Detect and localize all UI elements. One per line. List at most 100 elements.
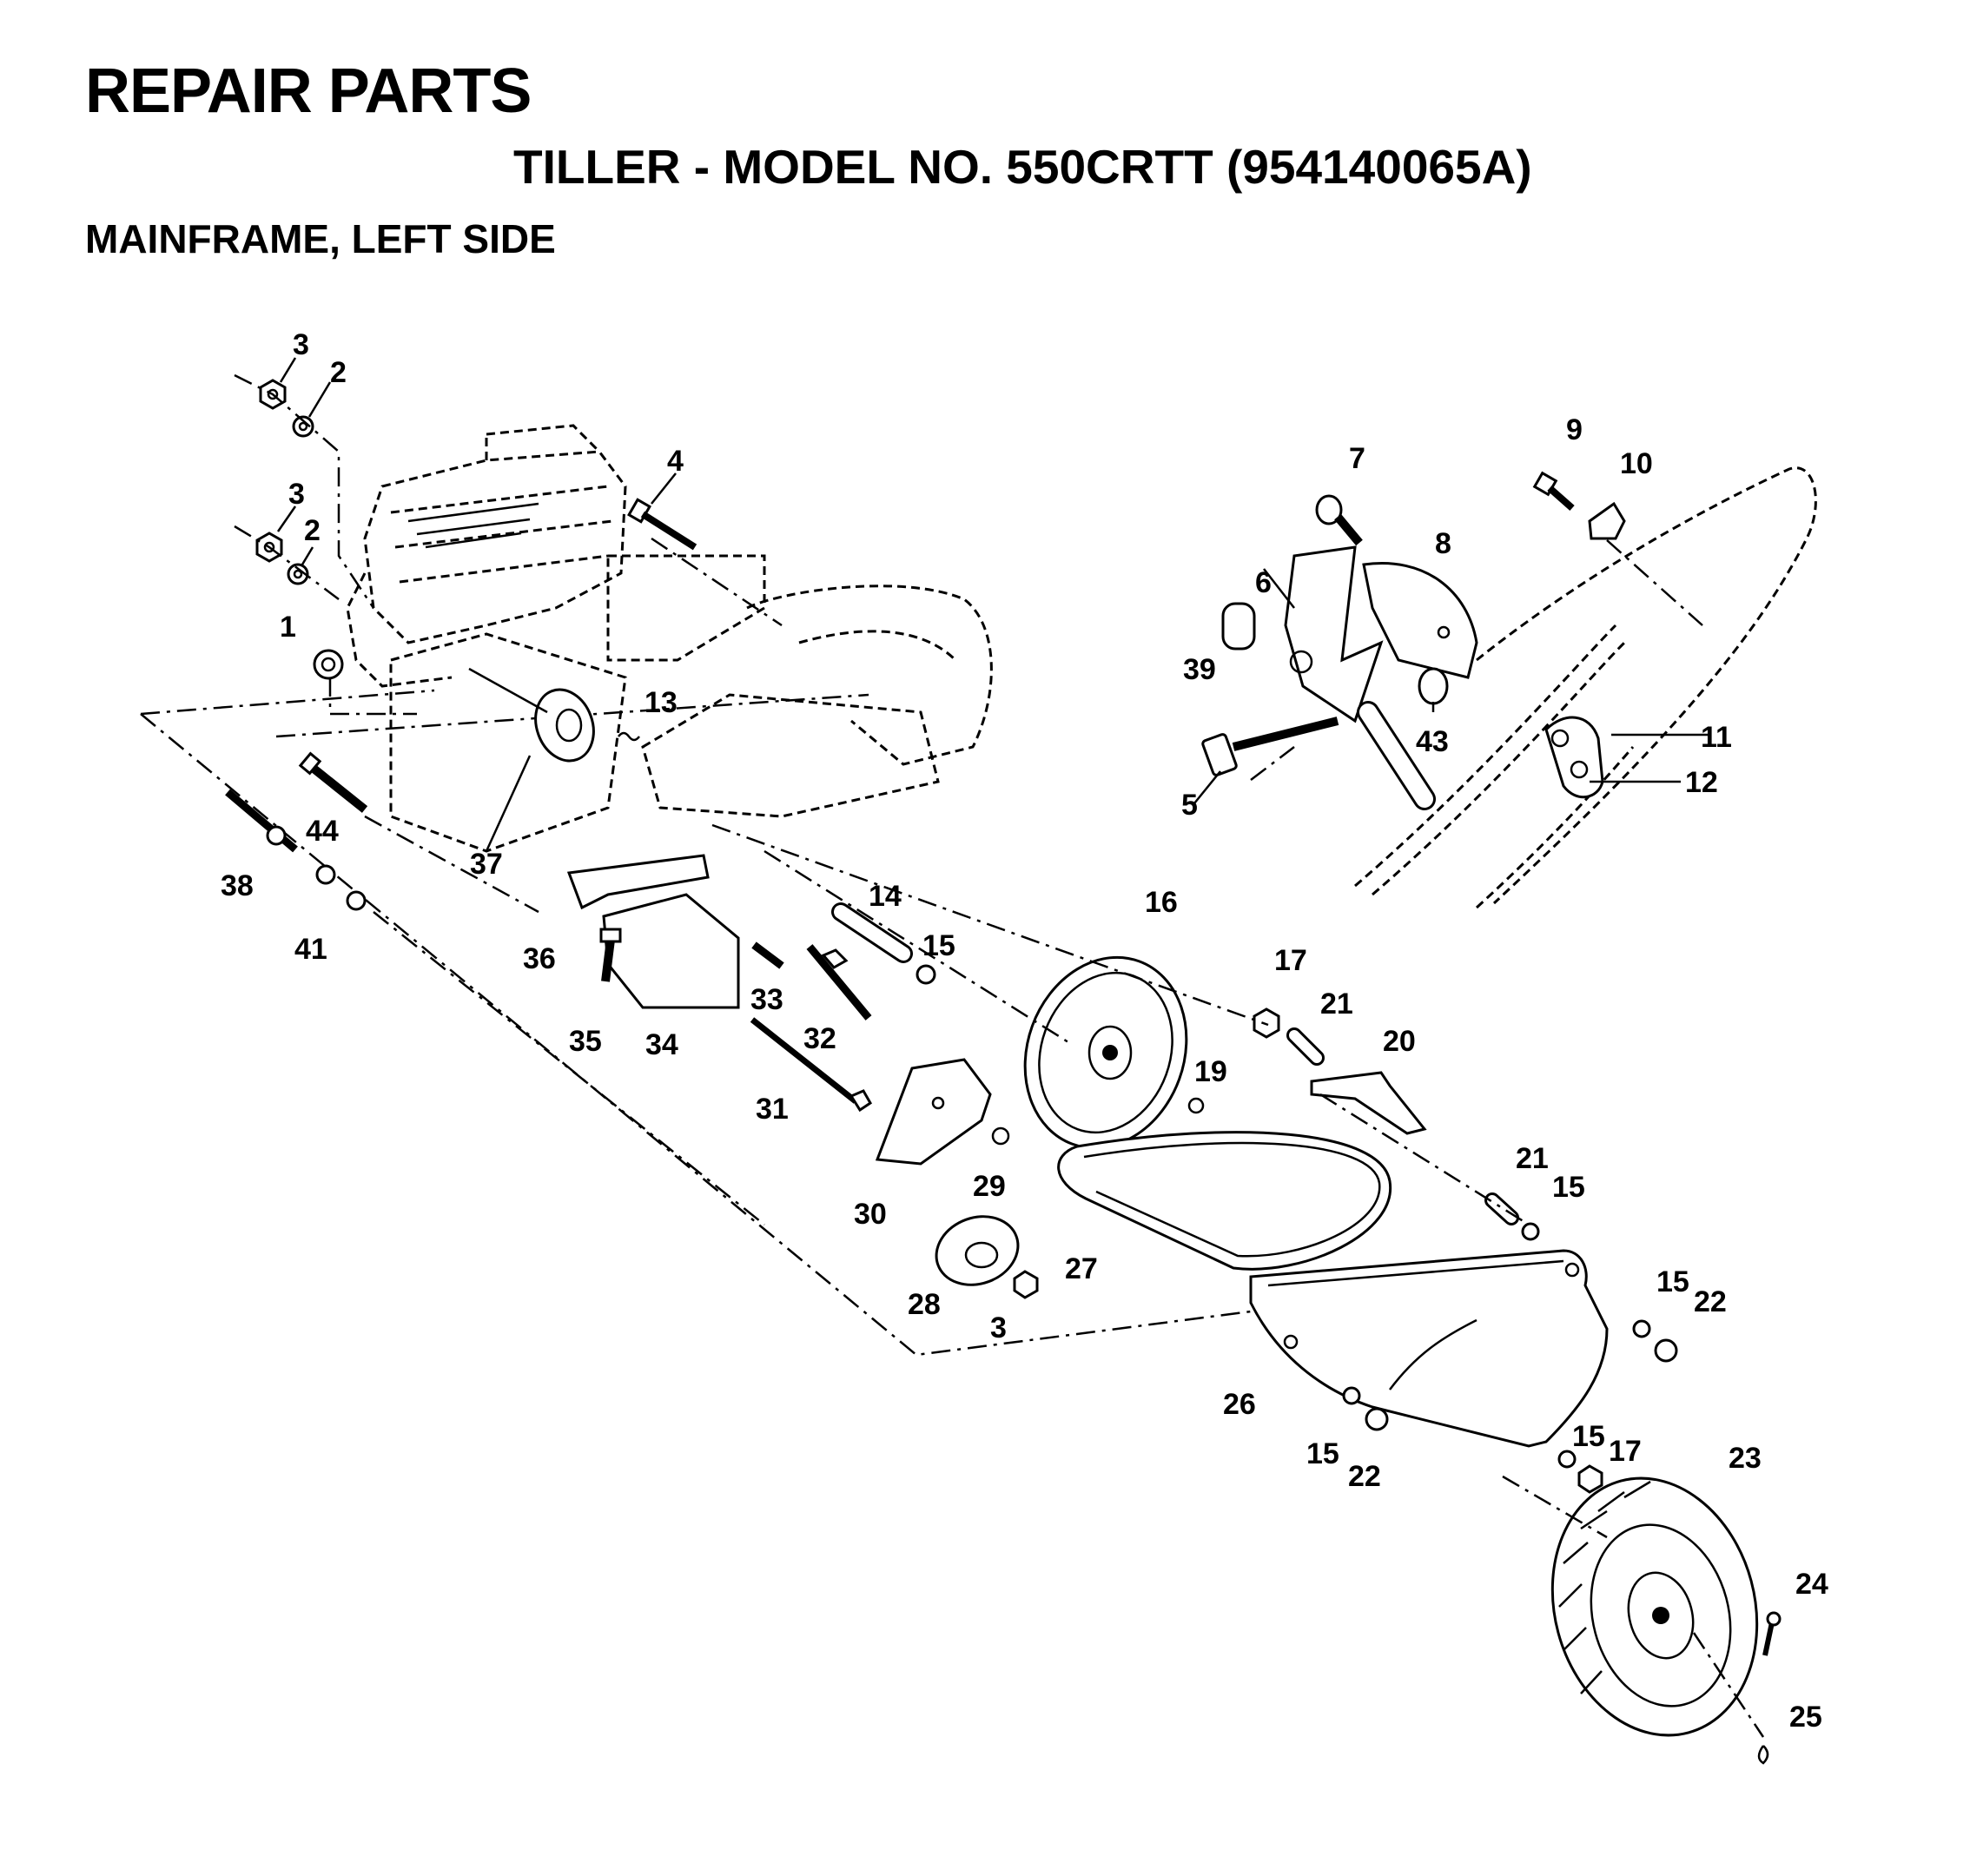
callout-39: 39 xyxy=(1183,653,1216,686)
washer-15b xyxy=(1521,1222,1540,1241)
callout-21b: 21 xyxy=(1516,1142,1549,1175)
callout-3a: 3 xyxy=(293,328,309,361)
tine-shield-ghost xyxy=(389,554,993,853)
washer-15c xyxy=(1632,1319,1651,1338)
callout-29: 29 xyxy=(973,1170,1006,1203)
belt-27 xyxy=(1057,1131,1392,1271)
bolt-9 xyxy=(1532,471,1575,511)
section-heading: MAINFRAME, LEFT SIDE xyxy=(85,216,556,261)
guard-34 xyxy=(602,893,740,1009)
spring-13 xyxy=(618,731,640,742)
nut-17b xyxy=(1577,1464,1603,1494)
bolt-33 xyxy=(751,941,784,969)
callout-21a: 21 xyxy=(1320,988,1353,1021)
stud-32 xyxy=(806,944,872,1021)
bracket-20 xyxy=(1310,1071,1427,1135)
callout-22b: 22 xyxy=(1348,1460,1381,1493)
bolt-5 xyxy=(1201,717,1339,776)
washer-15d xyxy=(1342,1386,1361,1405)
callout-15b: 15 xyxy=(1552,1171,1585,1204)
bolt-31 xyxy=(750,1017,872,1113)
callout-17b: 17 xyxy=(1609,1435,1642,1468)
callout-6: 6 xyxy=(1255,566,1272,599)
washer-15e xyxy=(1557,1450,1577,1469)
callout-23: 23 xyxy=(1729,1442,1762,1475)
callout-24: 24 xyxy=(1795,1568,1828,1601)
callout-1: 1 xyxy=(280,611,296,644)
callout-16: 16 xyxy=(1145,886,1178,919)
clip-25 xyxy=(1757,1745,1769,1765)
callout-22a: 22 xyxy=(1694,1285,1727,1318)
nut-3c xyxy=(1013,1270,1039,1299)
locknut-1 xyxy=(313,649,344,680)
callout-36: 36 xyxy=(523,942,556,975)
callout-15d: 15 xyxy=(1306,1437,1339,1470)
callout-34: 34 xyxy=(645,1028,678,1061)
stud-44 xyxy=(298,751,368,813)
model-subtitle: TILLER - MODEL NO. 550CRTT (954140065A) xyxy=(513,140,1532,194)
callout-3b: 3 xyxy=(288,478,305,511)
washer-2b xyxy=(287,563,309,585)
callout-25: 25 xyxy=(1789,1701,1822,1734)
bolt-38 xyxy=(225,789,298,853)
idler-bracket-30 xyxy=(875,1058,992,1166)
wheel-23 xyxy=(1550,1476,1759,1737)
cap-22b xyxy=(1365,1407,1389,1431)
callout-30: 30 xyxy=(854,1198,887,1231)
callout-41: 41 xyxy=(294,933,327,966)
spacer-21a xyxy=(1286,1027,1325,1066)
callout-28: 28 xyxy=(908,1288,941,1321)
spacer-43 xyxy=(1418,667,1449,705)
washer-15a xyxy=(916,964,936,985)
callout-38: 38 xyxy=(221,869,254,902)
washers-41 xyxy=(315,864,367,911)
page-title: REPAIR PARTS xyxy=(85,56,532,126)
lever-6 xyxy=(1284,545,1384,723)
callout-26: 26 xyxy=(1223,1388,1256,1421)
callout-19: 19 xyxy=(1194,1055,1227,1088)
callout-44: 44 xyxy=(306,815,339,848)
callout-10: 10 xyxy=(1620,447,1653,480)
spacer-21b xyxy=(1484,1192,1519,1225)
clamp-11-12 xyxy=(1544,716,1604,799)
bracket-10 xyxy=(1588,501,1626,540)
callout-14: 14 xyxy=(869,880,902,913)
handle-pin xyxy=(1357,701,1436,810)
callout-32: 32 xyxy=(803,1022,836,1055)
callout-7: 7 xyxy=(1349,442,1365,475)
callout-11: 11 xyxy=(1701,721,1732,754)
bolt-4 xyxy=(627,498,697,551)
callout-35: 35 xyxy=(569,1025,602,1058)
spacer-39 xyxy=(1221,602,1256,651)
shaft-14 xyxy=(831,902,913,963)
callout-4: 4 xyxy=(667,445,684,478)
bolt-7 xyxy=(1315,494,1363,546)
callout-2a: 2 xyxy=(330,356,347,389)
callout-3c: 3 xyxy=(990,1311,1007,1344)
spring-29 xyxy=(991,1126,1010,1146)
callout-5: 5 xyxy=(1181,789,1198,822)
cap-22a xyxy=(1654,1338,1678,1363)
idler-pulley-28 xyxy=(935,1215,1020,1286)
belt-guard-26 xyxy=(1249,1249,1609,1448)
guard-8 xyxy=(1362,562,1478,679)
callout-20: 20 xyxy=(1383,1025,1416,1058)
callout-2b: 2 xyxy=(304,514,321,547)
callout-labels: 3 2 3 2 1 4 13 44 37 38 41 36 14 15 16 3… xyxy=(221,328,1828,1734)
callout-15a: 15 xyxy=(922,929,955,962)
bolt-35 xyxy=(599,928,622,982)
callout-37: 37 xyxy=(470,848,503,881)
pin-24 xyxy=(1762,1611,1782,1656)
callout-31: 31 xyxy=(756,1093,789,1126)
callout-9: 9 xyxy=(1566,413,1583,446)
chute-ghost xyxy=(1354,466,1817,909)
engine-ghost xyxy=(346,424,627,688)
callout-15c: 15 xyxy=(1656,1265,1689,1298)
callout-15e: 15 xyxy=(1572,1420,1605,1453)
callout-13: 13 xyxy=(645,686,678,719)
washer-2a xyxy=(292,415,314,438)
callout-17a: 17 xyxy=(1274,944,1307,977)
callout-27: 27 xyxy=(1065,1252,1098,1285)
clip-19 xyxy=(1187,1097,1205,1114)
